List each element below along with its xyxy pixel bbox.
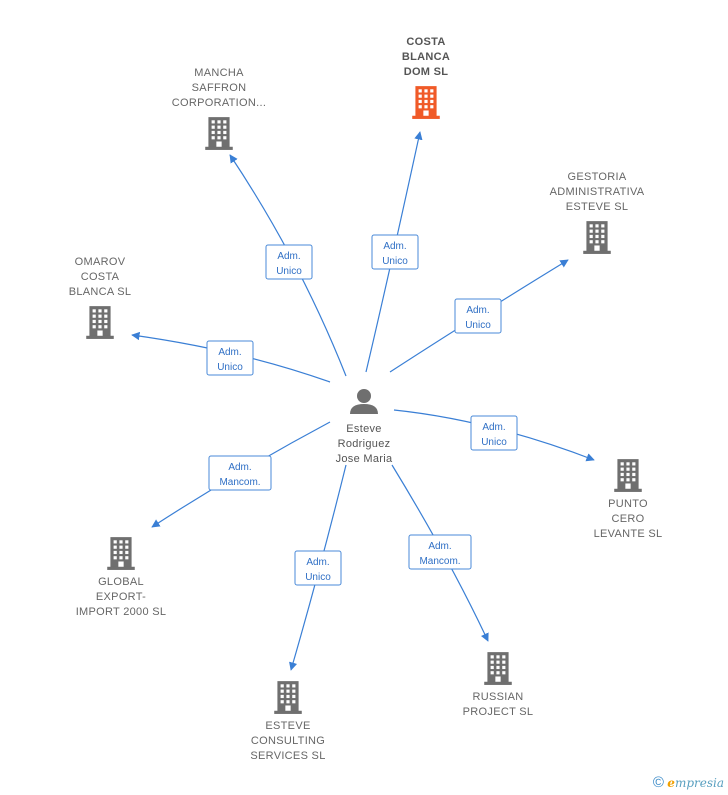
- building-icon: [86, 306, 114, 339]
- company-label-line-2: PROJECT SL: [463, 706, 534, 718]
- relation-text-line-2: Unico: [276, 266, 302, 277]
- company-label-line-2: CERO: [612, 513, 645, 525]
- company-label-line-2: EXPORT-: [96, 591, 146, 603]
- relation-label-punto-cero-levante[interactable]: Adm. Unico: [470, 415, 518, 451]
- relation-text-line-2: Unico: [465, 320, 491, 331]
- building-icon: [583, 221, 611, 254]
- relation-label-gestoria-administrativa[interactable]: Adm. Unico: [454, 298, 502, 334]
- relation-box: [265, 244, 313, 280]
- relation-box: [208, 455, 272, 491]
- company-node-mancha-saffron[interactable]: MANCHA SAFFRON CORPORATION...: [172, 67, 266, 150]
- relation-box: [408, 534, 472, 570]
- relation-text-line-2: Unico: [382, 256, 408, 267]
- company-label-line-3: SERVICES SL: [250, 750, 325, 762]
- nodes-layer: COSTA BLANCA DOM SL MANCHA SAFFRON CORPORATIO…: [69, 36, 663, 762]
- company-label-line-3: BLANCA SL: [69, 286, 132, 298]
- company-label-line-3: CORPORATION...: [172, 97, 266, 109]
- relation-text-line-1: Adm.: [218, 347, 241, 358]
- company-label-line-3: LEVANTE SL: [594, 528, 663, 540]
- company-label-line-2: CONSULTING: [251, 735, 325, 747]
- company-label-line-1: RUSSIAN: [473, 691, 524, 703]
- building-icon: [484, 652, 512, 685]
- person-icon: [350, 389, 378, 414]
- empresia-logo: empresia: [667, 776, 724, 790]
- company-node-esteve-consulting[interactable]: ESTEVE CONSULTING SERVICES SL: [250, 681, 325, 762]
- company-label-line-3: IMPORT 2000 SL: [76, 606, 167, 618]
- relation-label-omarov-costa-blanca[interactable]: Adm. Unico: [206, 340, 254, 376]
- building-icon: [205, 117, 233, 150]
- relation-text-line-1: Adm.: [428, 541, 451, 552]
- relation-box: [206, 340, 254, 376]
- company-label-line-1: COSTA: [406, 36, 445, 48]
- building-icon: [412, 86, 440, 119]
- relation-label-russian-project[interactable]: Adm. Mancom.: [408, 534, 472, 570]
- relation-text-line-2: Unico: [217, 362, 243, 373]
- relation-box: [470, 415, 518, 451]
- company-label-line-1: GESTORIA: [567, 171, 626, 183]
- relation-text-line-2: Unico: [481, 437, 507, 448]
- company-label-line-3: DOM SL: [404, 66, 449, 78]
- company-label-line-1: PUNTO: [608, 498, 648, 510]
- person-name-line-1: Esteve: [346, 423, 381, 435]
- relation-text-line-1: Adm.: [383, 241, 406, 252]
- company-label-line-1: GLOBAL: [98, 576, 144, 588]
- edges-layer: Adm.UnicoAdm.UnicoAdm.UnicoAdm.UnicoAdm.…: [131, 131, 595, 671]
- company-node-costa-blanca-dom[interactable]: COSTA BLANCA DOM SL: [402, 36, 450, 119]
- relation-text-line-1: Adm.: [466, 305, 489, 316]
- company-label-line-1: ESTEVE: [265, 720, 310, 732]
- relation-text-line-1: Adm.: [228, 462, 251, 473]
- company-node-global-export-import[interactable]: GLOBAL EXPORT- IMPORT 2000 SL: [76, 537, 167, 618]
- relation-text-line-2: Unico: [305, 572, 331, 583]
- company-label-line-3: ESTEVE SL: [566, 201, 629, 213]
- relation-label-esteve-consulting[interactable]: Adm. Unico: [294, 550, 342, 586]
- relation-text-line-2: Mancom.: [219, 477, 260, 488]
- relation-text-line-1: Adm.: [482, 422, 505, 433]
- relation-text-line-1: Adm.: [306, 557, 329, 568]
- company-label-line-2: BLANCA: [402, 51, 450, 63]
- person-name-line-2: Rodriguez: [338, 438, 391, 450]
- footer-brand: © empresia: [653, 774, 724, 791]
- relation-text-line-2: Mancom.: [419, 556, 460, 567]
- company-label-line-2: ADMINISTRATIVA: [550, 186, 645, 198]
- copyright-symbol: ©: [652, 774, 664, 791]
- relation-box: [371, 234, 419, 270]
- relation-label-costa-blanca-dom[interactable]: Adm. Unico: [371, 234, 419, 270]
- company-label-line-1: MANCHA: [194, 67, 244, 79]
- company-label-line-2: COSTA: [81, 271, 120, 283]
- company-node-omarov-costa-blanca[interactable]: OMAROV COSTA BLANCA SL: [69, 256, 132, 339]
- relation-box: [294, 550, 342, 586]
- company-label-line-2: SAFFRON: [192, 82, 247, 94]
- company-label-line-1: OMAROV: [75, 256, 126, 268]
- person-node-esteve[interactable]: Esteve Rodriguez Jose Maria: [336, 389, 393, 465]
- relation-label-mancha-saffron[interactable]: Adm. Unico: [265, 244, 313, 280]
- person-name-line-3: Jose Maria: [336, 453, 393, 465]
- company-node-gestoria-administrativa[interactable]: GESTORIA ADMINISTRATIVA ESTEVE SL: [550, 171, 645, 254]
- company-node-russian-project[interactable]: RUSSIAN PROJECT SL: [463, 652, 534, 718]
- building-icon: [274, 681, 302, 714]
- relation-label-global-export-import[interactable]: Adm. Mancom.: [208, 455, 272, 491]
- building-icon: [614, 459, 642, 492]
- relation-box: [454, 298, 502, 334]
- company-node-punto-cero-levante[interactable]: PUNTO CERO LEVANTE SL: [594, 459, 663, 540]
- building-icon: [107, 537, 135, 570]
- relation-text-line-1: Adm.: [277, 251, 300, 262]
